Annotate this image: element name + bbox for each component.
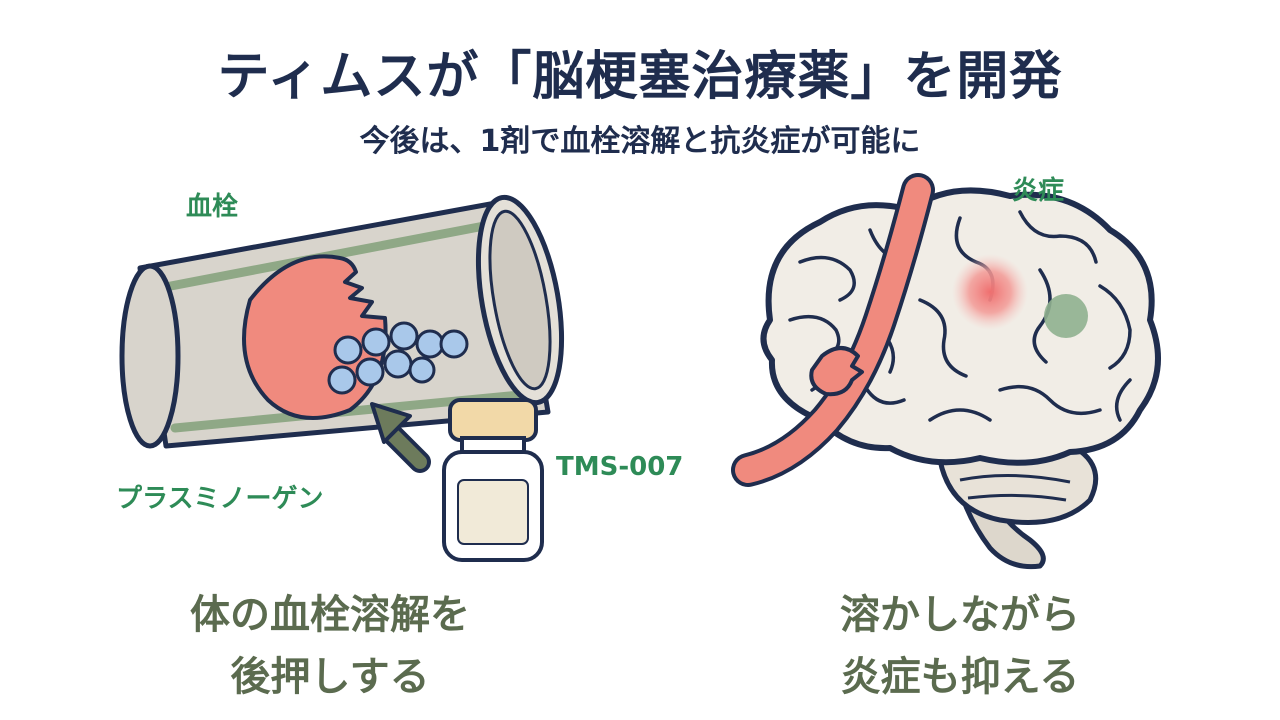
label-inflammation: 炎症: [1012, 176, 1065, 206]
label-thrombus: 血栓: [186, 192, 239, 222]
plasminogen-cluster: [327, 321, 469, 395]
caption-left-line2: 後押しする: [230, 654, 430, 700]
label-plasminogen: プラスミノーゲン: [116, 484, 324, 514]
artery-thrombus: [809, 346, 864, 397]
caption-right: 溶かしながら 炎症も抑える: [740, 584, 1180, 708]
caption-right-line1: 溶かしながら: [840, 592, 1080, 638]
caption-left: 体の血栓溶解を 後押しする: [110, 584, 550, 708]
inflammation-spot: [952, 254, 1028, 330]
drug-vial: [442, 398, 544, 562]
blood-vessel: [119, 194, 565, 449]
label-drug-name: TMS-007: [556, 452, 684, 482]
cerebral-artery: [731, 173, 935, 487]
caption-left-line1: 体の血栓溶解を: [190, 592, 470, 638]
page-title: ティムスが「脳梗塞治療薬」を開発: [217, 47, 1063, 107]
reduced-inflammation-spot: [1044, 294, 1088, 338]
arrow-up-left-icon: [370, 402, 431, 473]
caption-right-line2: 炎症も抑える: [840, 654, 1080, 700]
page-subtitle: 今後は、1剤で血栓溶解と抗炎症が可能に: [359, 124, 921, 159]
